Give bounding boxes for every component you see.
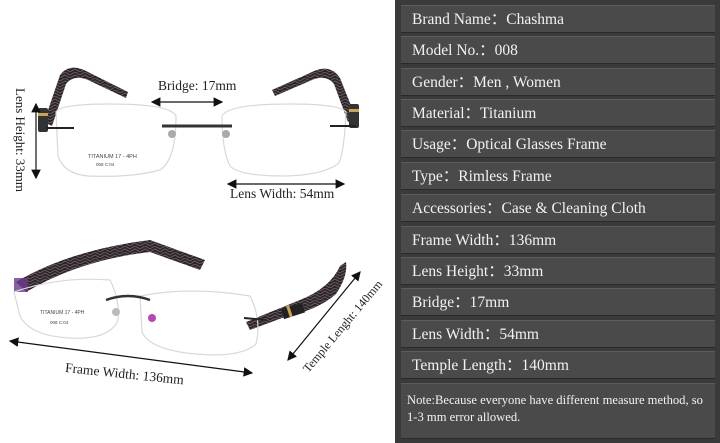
spec-type: Type：Rimless Frame: [401, 162, 715, 190]
spec-temple-length: Temple Length：140mm: [401, 351, 715, 379]
lens-width-label: Lens Width: 54mm: [230, 186, 335, 201]
lens-imprint-angled-sub: 008 C:04: [50, 320, 69, 325]
front-view-glasses: TITANIUM 17 - 4PH 008 C:04: [38, 67, 359, 177]
left-lens-angled: [13, 278, 119, 339]
product-diagram-panel: TITANIUM 17 - 4PH 008 C:04 TITANIUM: [8, 67, 386, 388]
spec-usage: Usage：Optical Glasses Frame: [401, 130, 715, 158]
glasses-illustration: TITANIUM 17 - 4PH 008 C:04 TITANIUM: [8, 67, 361, 377]
spec-gender: Gender：Men , Women: [401, 68, 715, 96]
spec-lens-height: Lens Height：33mm: [401, 257, 715, 285]
angled-view-glasses: TITANIUM 17 - 4PH 008 C:04: [13, 240, 347, 356]
lens-height-label: Lens Height: 33mm: [13, 88, 28, 192]
spec-material: Material：Titanium: [401, 99, 715, 127]
lens-imprint-sub: 008 C:04: [96, 162, 115, 167]
measurement-note: Note:Because everyone have different mea…: [401, 383, 715, 439]
spec-frame-width: Frame Width：136mm: [401, 226, 715, 254]
lens-imprint-angled: TITANIUM 17 - 4PH: [40, 310, 85, 316]
right-temple: [272, 68, 356, 122]
left-temple: [44, 67, 128, 126]
spec-model-no: Model No.：008: [401, 36, 715, 64]
spec-lens-width: Lens Width：54mm: [401, 320, 715, 348]
left-lens: [55, 103, 177, 177]
spec-brand-name: Brand Name：Chashma: [401, 5, 715, 33]
near-temple: [246, 262, 347, 330]
lens-imprint: TITANIUM 17 - 4PH: [88, 154, 137, 160]
bridge-label: Bridge: 17mm: [158, 78, 237, 93]
far-temple: [16, 240, 205, 292]
spec-bridge: Bridge：17mm: [401, 288, 715, 316]
temple-length-arrow: [287, 271, 361, 361]
right-lens-angled: [139, 290, 259, 356]
frame-width-arrow: [8, 337, 254, 377]
spec-accessories: Accessories：Case & Cleaning Cloth: [401, 194, 715, 222]
right-lens: [221, 103, 347, 177]
spec-table: Brand Name：Chashma Model No.：008 Gender：…: [395, 0, 720, 443]
